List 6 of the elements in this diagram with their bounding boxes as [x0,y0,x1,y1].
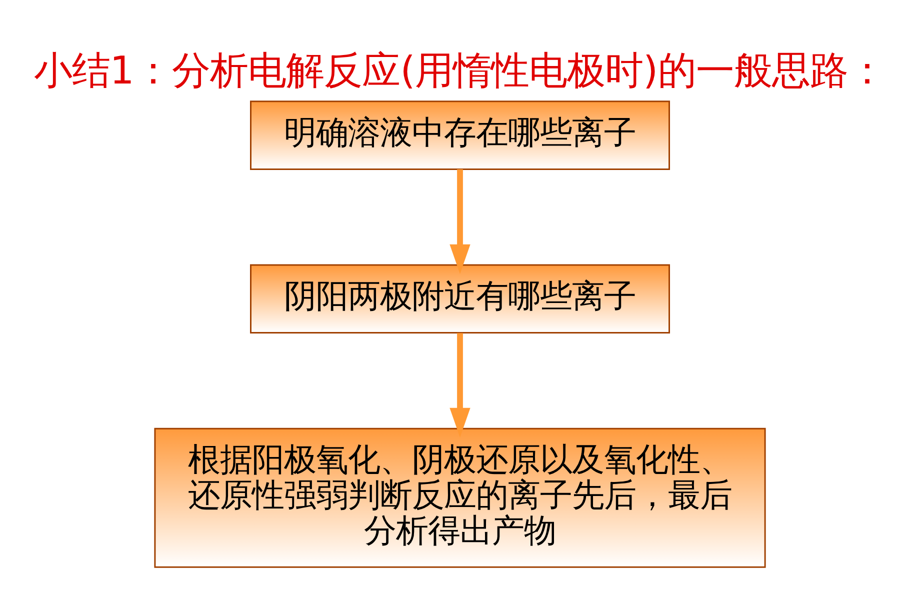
node-box: 阴阳两极附近有哪些离子 [250,264,670,334]
arrow [450,333,470,438]
node-box: 明确溶液中存在哪些离子 [250,100,670,170]
node-box: 根据阳极氧化、阴极还原以及氧化性、还原性强弱判断反应的离子先后，最后分析得出产物 [154,428,766,568]
arrow [450,169,470,274]
diagram-title: 小结1：分析电解反应(用惰性电极时)的一般思路： [34,48,886,94]
